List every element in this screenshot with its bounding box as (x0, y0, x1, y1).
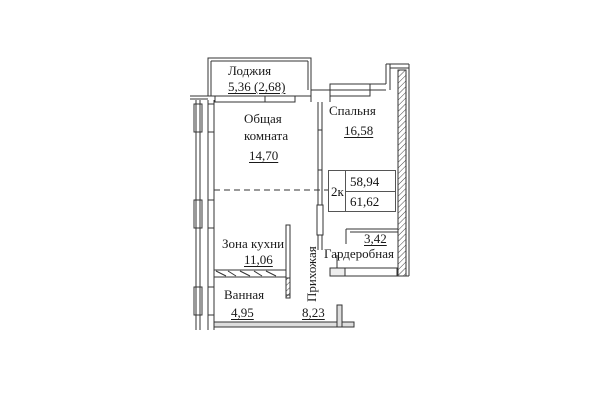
window-left-3 (193, 286, 203, 316)
room-name-living-line1: Общая (244, 111, 282, 126)
rooms-count-label: 2к (331, 184, 344, 199)
room-area-bedroom: 16,58 (344, 123, 374, 138)
window-left-1 (193, 103, 203, 133)
room-name-kitchen: Зона кухни (222, 236, 285, 251)
room-area-wardrobe: 3,42 (364, 231, 387, 246)
room-name-wardrobe: Гардеробная (324, 246, 394, 261)
room-name-bathroom: Ванная (224, 287, 265, 302)
window-bedroom-top (329, 83, 371, 91)
room-area-hallway: 8,23 (302, 305, 325, 320)
room-name-loggia: Лоджия (228, 63, 272, 78)
right-wall (397, 69, 407, 277)
room-area-living: 14,70 (249, 148, 279, 163)
living-area-value: 58,94 (350, 174, 380, 189)
room-name-bedroom: Спальня (329, 103, 376, 118)
room-area-kitchen: 11,06 (244, 252, 273, 267)
room-area-bathroom: 4,95 (231, 305, 254, 320)
window-living-top (214, 95, 266, 103)
bottom-wall (213, 321, 355, 328)
bathroom-fixtures (213, 269, 287, 278)
wardrobe-shelf (344, 267, 398, 277)
total-area-value: 61,62 (350, 194, 380, 209)
room-area-loggia: 5,36 (2,68) (228, 79, 286, 94)
room-name-living-line2: комната (244, 128, 289, 143)
summary-box: 2к 58,94 61,62 (328, 170, 396, 212)
room-name-hallway: Прихожая (304, 246, 319, 302)
window-left-2 (193, 199, 203, 229)
